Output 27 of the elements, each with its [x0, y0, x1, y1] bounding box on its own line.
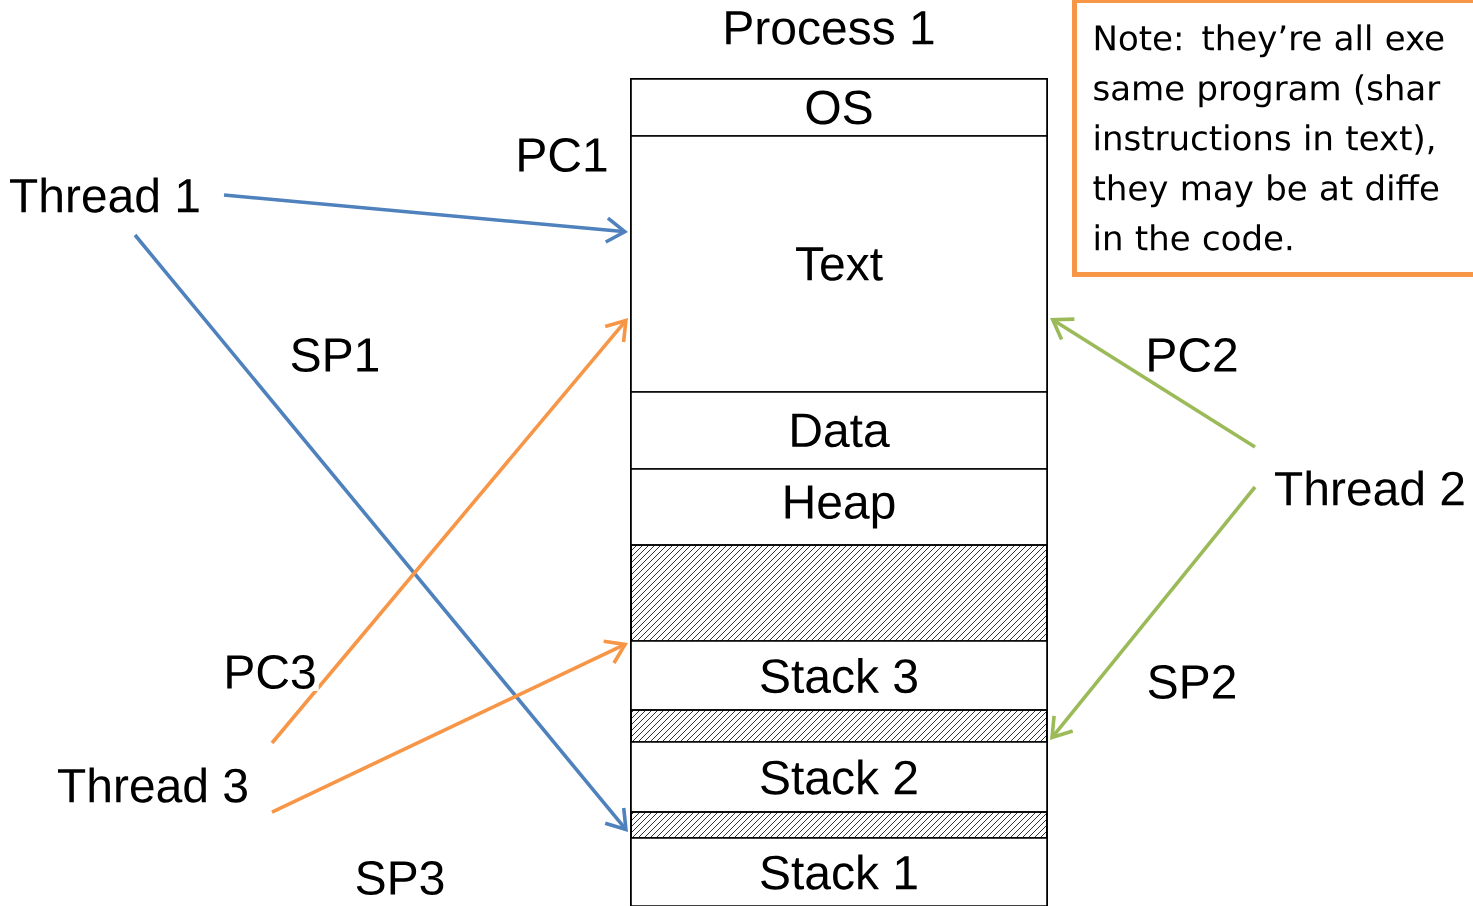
hatched-region — [630, 544, 1048, 642]
thread-label: Thread 3 — [58, 767, 247, 803]
arrow — [271, 639, 628, 814]
memory-segment: Stack 3 — [630, 640, 1048, 711]
memory-segment: OS — [630, 78, 1048, 137]
edge-label: SP2 — [1144, 663, 1240, 701]
memory-segment: Stack 1 — [630, 837, 1048, 906]
hatched-region — [630, 709, 1048, 743]
memory-segment: Stack 2 — [630, 741, 1048, 813]
edge-label: PC2 — [1143, 336, 1241, 374]
hatched-region — [630, 811, 1048, 839]
arrow — [1050, 485, 1257, 740]
thread-label: Thread 2 — [1275, 470, 1464, 506]
node-label: Stack 1 — [761, 854, 917, 890]
edge-label: SP3 — [352, 859, 448, 897]
edge-label: PC1 — [513, 136, 611, 174]
node-label: Process 1 — [726, 11, 934, 45]
memory-segment: Heap — [630, 468, 1048, 546]
arrow — [133, 233, 628, 832]
arrow — [270, 318, 628, 745]
arrow — [1050, 317, 1256, 449]
thread-label: Thread 1 — [10, 177, 199, 213]
note-box: Note: they’re all exe same program (shar instructions in text), they may be at diffe in the code. — [1072, 0, 1473, 277]
edge-label: PC3 — [221, 653, 319, 691]
edge-label: SP1 — [287, 336, 383, 374]
arrow — [223, 193, 628, 244]
memory-segment: Data — [630, 391, 1048, 470]
